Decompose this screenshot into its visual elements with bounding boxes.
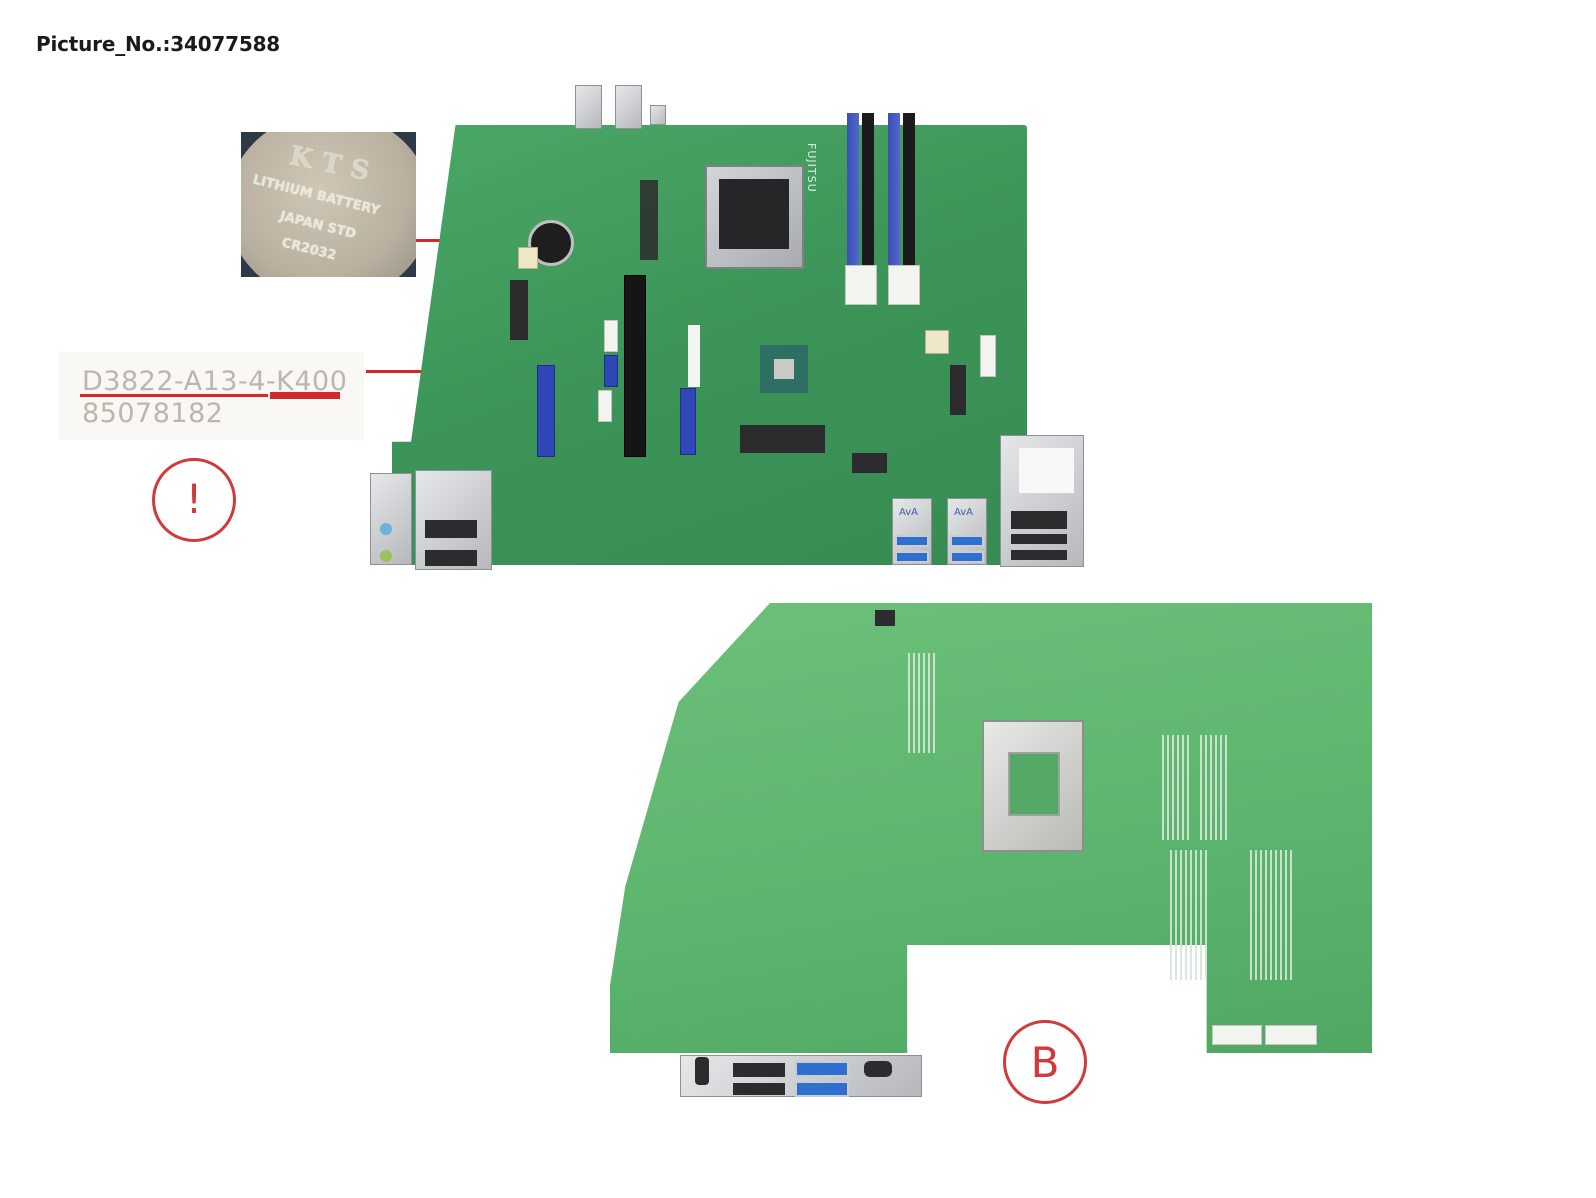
pcie-x4-slot xyxy=(680,388,696,455)
serial-number: 85078182 xyxy=(82,398,224,429)
line-in-jack xyxy=(380,523,392,535)
usb3-port xyxy=(795,1081,849,1097)
coin-cell-battery xyxy=(241,132,416,277)
sata-port xyxy=(604,320,618,352)
warning-marker: ! xyxy=(152,458,236,542)
warning-icon: ! xyxy=(185,477,203,523)
view-b-label: B xyxy=(1030,1037,1060,1087)
cpu-power-connector xyxy=(518,247,538,269)
dimm-slot-blue xyxy=(888,113,900,303)
usb2-port xyxy=(1011,534,1067,544)
usb-bracket: AvA xyxy=(892,498,932,565)
rj45-port xyxy=(1011,511,1067,529)
dimm-solder-pins xyxy=(1162,735,1192,840)
dimm-slot-blue xyxy=(847,113,859,303)
dimm-solder-pins xyxy=(1170,850,1210,980)
usb-bracket: AvA xyxy=(947,498,987,565)
pin-header xyxy=(740,425,825,453)
usb-marking: AvA xyxy=(954,507,974,518)
usb3-port xyxy=(795,1061,849,1077)
usb3-port xyxy=(950,535,984,547)
pcie-x16-slot xyxy=(624,275,646,457)
displayport-connector xyxy=(425,550,477,566)
part-suffix-highlight xyxy=(270,392,340,399)
audio-jack xyxy=(695,1057,709,1085)
dimm-solder-pins xyxy=(1250,850,1295,980)
atx-power-connector xyxy=(510,280,528,340)
front-audio-connector xyxy=(650,105,666,125)
front-usb-connector xyxy=(575,85,602,129)
sata-port xyxy=(604,355,618,387)
cpu-socket xyxy=(705,165,804,269)
lan-usb-bracket xyxy=(1000,435,1084,567)
dimm-latch xyxy=(888,265,920,305)
cpu-backplate xyxy=(982,720,1084,852)
usb2-port xyxy=(733,1083,785,1095)
usb3-port xyxy=(895,535,929,547)
backplate-window xyxy=(1008,752,1060,816)
pcie-solder-pins xyxy=(908,653,938,753)
usb3-port xyxy=(895,551,929,563)
board-label-sticker xyxy=(688,325,700,387)
displayport-connector xyxy=(425,520,477,538)
ic-chip xyxy=(875,610,895,626)
part-number: D3822-A13-4-K400 xyxy=(82,366,348,397)
brand-silkscreen: FUJITSU xyxy=(805,143,818,193)
cpu-socket-cover xyxy=(719,179,789,249)
usb2-port xyxy=(733,1063,785,1077)
view-b-marker: B xyxy=(1003,1020,1087,1104)
motherboard-front-view: FUJITSU AvA AvA xyxy=(360,85,1084,575)
usb2-port xyxy=(1011,550,1067,560)
picture-number: Picture_No.:34077588 xyxy=(36,32,280,56)
sata-port xyxy=(598,390,612,422)
pcie-x1-slot xyxy=(537,365,555,457)
front-usb-connector xyxy=(615,85,642,129)
sata-port xyxy=(980,335,996,377)
usb3-port xyxy=(950,551,984,563)
dimm-slot-black xyxy=(903,113,915,303)
chipset-die xyxy=(774,359,794,379)
pin-header xyxy=(852,453,887,473)
audio-io-bracket xyxy=(370,473,412,565)
battery-inset-photo: KTS LITHIUM BATTERY JAPAN STD CR2032 xyxy=(241,132,416,277)
usb-marking: AvA xyxy=(899,507,919,518)
fan-connector xyxy=(1212,1025,1262,1045)
fan-connector xyxy=(1265,1025,1317,1045)
part-number-underline xyxy=(80,394,268,397)
chipset xyxy=(760,345,808,393)
m2-slot xyxy=(950,365,966,415)
vrm-chokes xyxy=(640,180,658,260)
usb-c-port xyxy=(864,1061,892,1077)
aux-power-connector xyxy=(925,330,949,354)
motherboard-back-view xyxy=(600,595,1390,1105)
dimm-slot-black xyxy=(862,113,874,303)
dimm-latch xyxy=(845,265,877,305)
line-out-jack xyxy=(380,550,392,562)
mac-address-sticker xyxy=(1019,448,1074,493)
dimm-solder-pins xyxy=(1200,735,1230,840)
